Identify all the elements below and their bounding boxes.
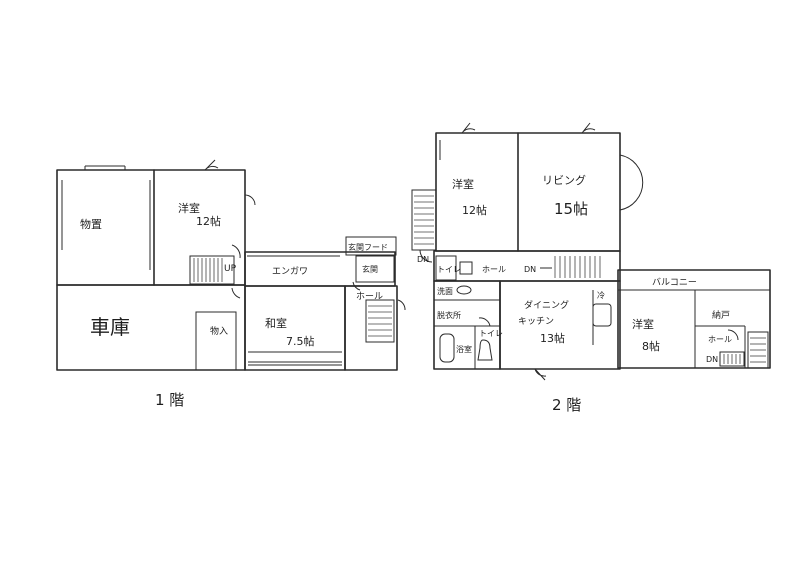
washroom-label: 洗面 xyxy=(437,286,453,296)
dn-mark-right: DN xyxy=(706,355,718,364)
dining-label: ダイニング xyxy=(524,299,569,311)
japanese-room-label: 和室 xyxy=(265,316,287,330)
up-mark: UP xyxy=(224,264,237,274)
dn-mark-left: DN xyxy=(417,255,429,264)
balcony-label: バルコニー xyxy=(652,277,697,288)
floor-1-label: 1 階 xyxy=(155,391,184,409)
kitchen-label: キッチン xyxy=(518,316,554,327)
floor-1-plan xyxy=(56,159,406,371)
living-label: リビング xyxy=(542,173,586,187)
dressing-label: 脱衣所 xyxy=(437,310,461,320)
western-room-label: 洋室 xyxy=(178,201,200,215)
floor-2-plan xyxy=(411,122,771,381)
storage-room-label: 納戸 xyxy=(712,309,730,321)
storage-label: 物置 xyxy=(80,217,102,231)
western-room-a-size-label: 12帖 xyxy=(462,204,487,217)
hall-label-2f: ホール xyxy=(482,265,506,274)
dn-mark-center: DN xyxy=(524,265,536,274)
bath-label: 浴室 xyxy=(456,344,472,354)
hall-label: ホール xyxy=(356,291,383,302)
hall-b-label: ホール xyxy=(708,335,732,344)
toilet-bottom-label: トイレ xyxy=(479,329,503,338)
veranda-label: エンガワ xyxy=(272,266,308,277)
japanese-room-size-label: 7.5帖 xyxy=(286,335,315,348)
western-room-size-label: 12帖 xyxy=(196,215,221,228)
western-room-a-label: 洋室 xyxy=(452,177,474,191)
fridge-label: 冷 xyxy=(597,290,605,300)
western-room-b-label: 洋室 xyxy=(632,317,654,331)
floor-2-label: 2 階 xyxy=(552,396,581,414)
entrance-hood-label: 玄関フード xyxy=(348,242,388,252)
dining-kitchen-size-label: 13帖 xyxy=(540,332,565,345)
garage-label: 車庫 xyxy=(90,315,130,339)
toilet-top-label: トイレ xyxy=(437,265,461,274)
closet-label: 物入 xyxy=(210,325,228,337)
entrance-label: 玄関 xyxy=(362,264,378,274)
living-size-label: 15帖 xyxy=(554,200,588,218)
western-room-b-size-label: 8帖 xyxy=(642,340,660,353)
